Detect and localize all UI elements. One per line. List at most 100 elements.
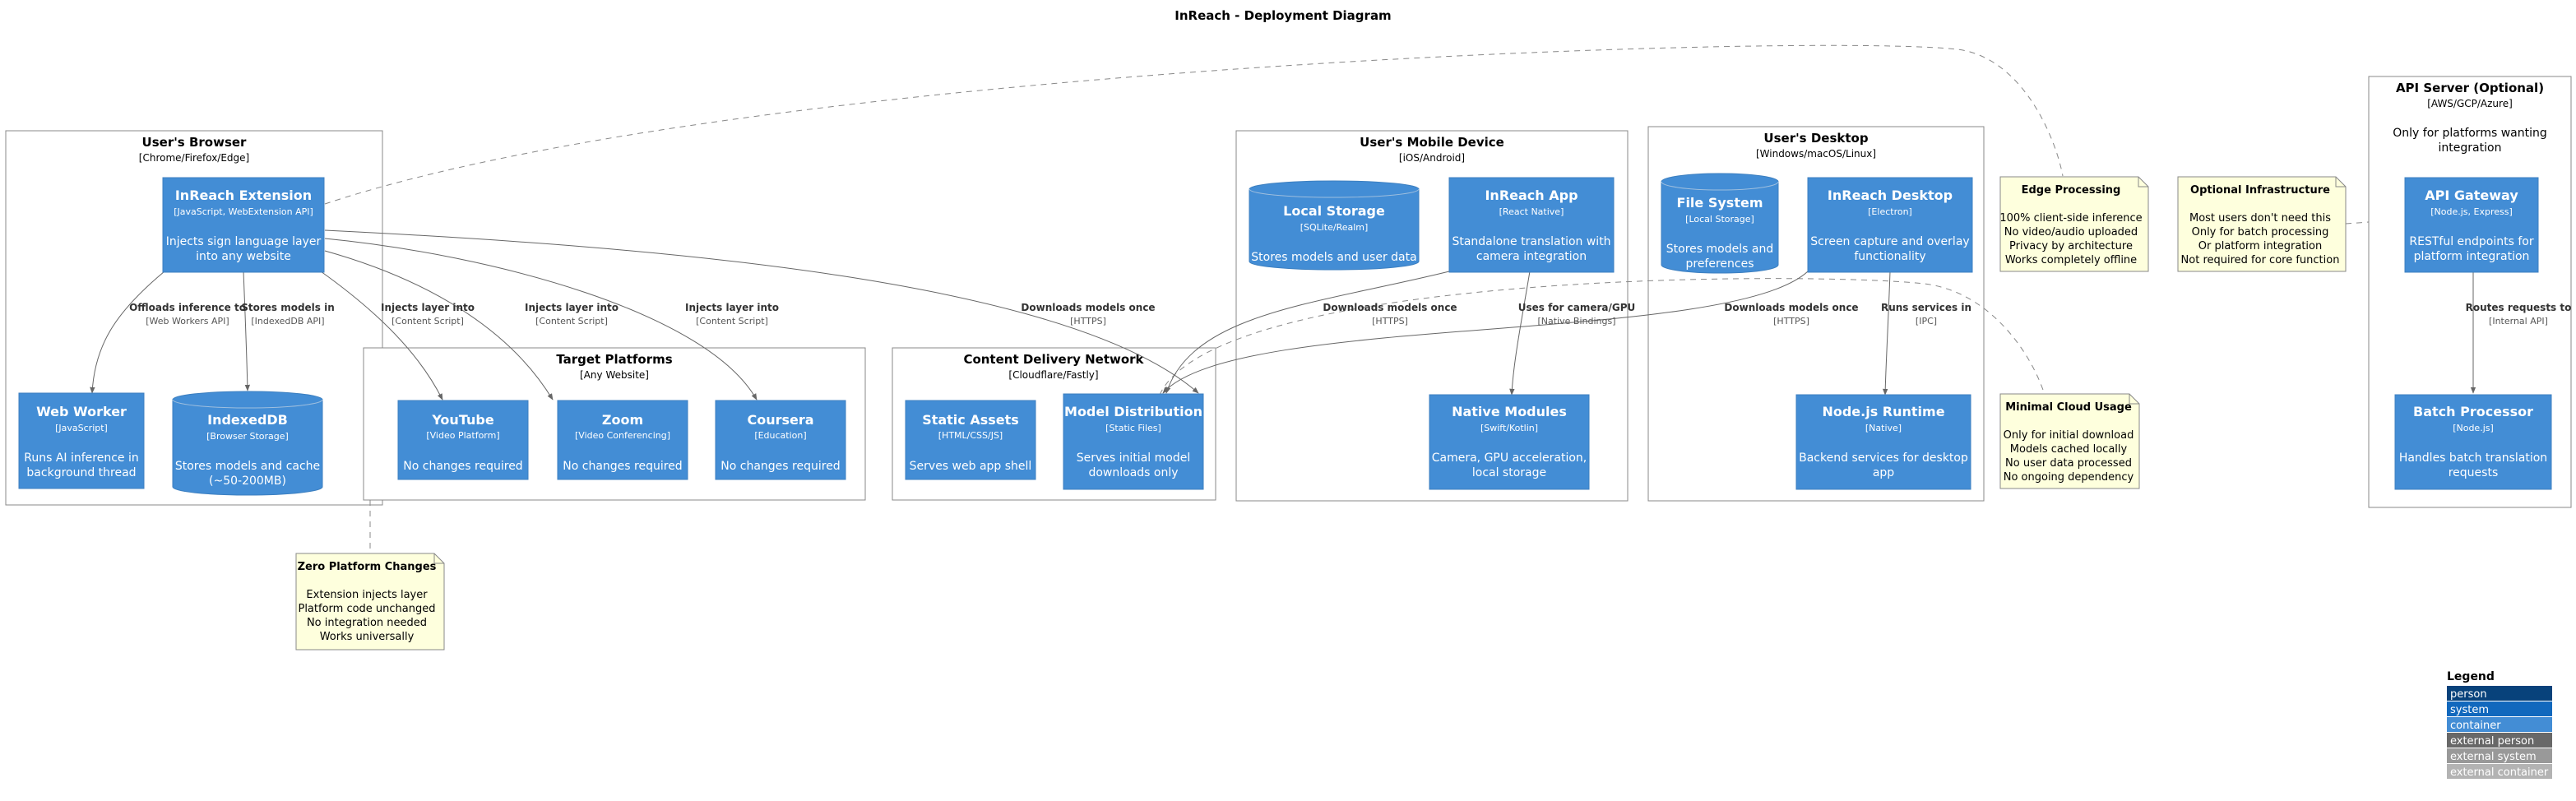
note-line: No integration needed	[307, 617, 427, 629]
node-title: InReach Desktop	[1828, 188, 1953, 203]
edge-stores	[243, 271, 251, 391]
node-title: Zoom	[602, 412, 643, 428]
note-connectors	[324, 44, 2370, 553]
note-zero-platform-changes: Zero Platform Changes Extension injects …	[295, 553, 445, 651]
node-model-distribution[interactable]: Model Distribution [Static Files] Serves…	[1063, 393, 1204, 490]
legend-item-label: external system	[2450, 751, 2537, 763]
note-line: No video/audio uploaded	[2004, 226, 2138, 238]
node-desc: Serves web app shell	[910, 460, 1032, 473]
node-desc: into any website	[196, 250, 291, 263]
node-nodejs-runtime[interactable]: Node.js Runtime [Native] Backend service…	[1795, 394, 1971, 490]
node-tech: [Swift/Kotlin]	[1480, 423, 1538, 433]
node-batch-processor[interactable]: Batch Processor [Node.js] Handles batch …	[2394, 394, 2552, 490]
node-tech: [Node.js]	[2453, 423, 2494, 433]
edge-label: Offloads inference to	[129, 302, 246, 313]
node-desc: background thread	[26, 466, 136, 479]
node-desc: (~50-200MB)	[209, 475, 286, 488]
node-desc: requests	[2449, 466, 2499, 479]
node-tech: [HTML/CSS/JS]	[938, 430, 1003, 441]
node-api-gateway[interactable]: API Gateway [Node.js, Express] RESTful e…	[2404, 177, 2539, 273]
node-title: YouTube	[431, 412, 494, 428]
node-title: IndexedDB	[207, 412, 288, 428]
note-line: No ongoing dependency	[2004, 471, 2134, 484]
node-title: Coursera	[747, 412, 813, 428]
connector-minimal-note	[1159, 278, 2046, 396]
node-file-system[interactable]: File System [Local Storage] Stores model…	[1661, 173, 1779, 274]
node-title: Static Assets	[922, 412, 1019, 428]
legend-title: Legend	[2447, 670, 2495, 683]
boundary-sub: [AWS/GCP/Azure]	[2427, 98, 2513, 109]
node-title: Model Distribution	[1064, 404, 1202, 419]
legend-item-label: system	[2450, 704, 2489, 716]
edge-tech: [Content Script]	[391, 316, 464, 326]
edge-tech: [Web Workers API]	[146, 316, 229, 326]
node-title: Batch Processor	[2413, 404, 2533, 419]
edge-label: Runs services in	[1881, 302, 1971, 313]
note-title: Zero Platform Changes	[298, 561, 437, 573]
note-line: Platform code unchanged	[298, 603, 435, 615]
node-inreach-app[interactable]: InReach App [React Native] Standalone tr…	[1448, 177, 1615, 273]
edge-label: Injects layer into	[525, 302, 619, 313]
node-tech: [JavaScript, WebExtension API]	[174, 206, 313, 217]
boundary-browser: User's Browser [Chrome/Firefox/Edge]	[5, 130, 383, 506]
node-desc: Screen capture and overlay	[1810, 235, 1969, 248]
node-web-worker[interactable]: Web Worker [JavaScript] Runs AI inferenc…	[18, 392, 145, 489]
note-optional-infrastructure: Optional Infrastructure Most users don't…	[2177, 176, 2347, 272]
boundary-desc: Only for platforms wanting	[2393, 127, 2547, 140]
note-title: Optional Infrastructure	[2190, 184, 2330, 197]
boundary-title: User's Desktop	[1763, 131, 1868, 146]
edge-label: Injects layer into	[381, 302, 475, 313]
node-inreach-extension[interactable]: InReach Extension [JavaScript, WebExtens…	[162, 177, 325, 273]
node-youtube[interactable]: YouTube [Video Platform] No changes requ…	[397, 400, 529, 480]
node-static-assets[interactable]: Static Assets [HTML/CSS/JS] Serves web a…	[905, 400, 1036, 480]
edge-inject-zoom	[324, 250, 554, 400]
note-edge-processing: Edge Processing 100% client-side inferen…	[1999, 176, 2149, 272]
boundary-sub: [Cloudflare/Fastly]	[1008, 369, 1098, 381]
boundary-title: User's Mobile Device	[1360, 135, 1504, 150]
node-tech: [Electron]	[1868, 206, 1912, 217]
boundary-sub: [iOS/Android]	[1399, 152, 1465, 164]
node-tech: [Node.js, Express]	[2430, 206, 2513, 217]
node-desc: Serves initial model	[1077, 451, 1190, 465]
edge-offloads	[90, 271, 165, 394]
node-desc: Stores models and	[1666, 243, 1773, 256]
node-local-storage[interactable]: Local Storage [SQLite/Realm] Stores mode…	[1249, 180, 1420, 271]
edge-tech: [Internal API]	[2489, 316, 2548, 326]
edge-tech: [HTTPS]	[1372, 316, 1408, 326]
boundary-title: Target Platforms	[556, 352, 672, 367]
node-native-modules[interactable]: Native Modules [Swift/Kotlin] Camera, GP…	[1429, 394, 1590, 490]
node-coursera[interactable]: Coursera [Education] No changes required	[715, 400, 846, 480]
node-desc: preferences	[1685, 257, 1754, 271]
node-desc: platform integration	[2414, 250, 2530, 263]
note-line: Only for initial download	[2004, 429, 2134, 442]
edge-labels: Offloads inference to [Web Workers API] …	[129, 302, 2571, 326]
edges	[90, 229, 2476, 400]
node-desc: Runs AI inference in	[24, 451, 139, 465]
boundary-title: User's Browser	[142, 135, 248, 150]
node-tech: [Static Files]	[1105, 423, 1161, 433]
legend-swatch	[2447, 686, 2552, 701]
boundary-mobile: User's Mobile Device [iOS/Android]	[1235, 130, 1629, 502]
edge-tech: [IndexedDB API]	[251, 316, 324, 326]
node-title: File System	[1677, 195, 1763, 211]
edge-label: Injects layer into	[685, 302, 779, 313]
node-title: Local Storage	[1283, 203, 1385, 219]
node-zoom[interactable]: Zoom [Video Conferencing] No changes req…	[557, 400, 688, 480]
boundary-desc: integration	[2439, 141, 2502, 155]
edge-label: Downloads models once	[1323, 302, 1457, 313]
note-line: Models cached locally	[2010, 443, 2128, 456]
edge-label: Stores models in	[241, 302, 335, 313]
node-inreach-desktop[interactable]: InReach Desktop [Electron] Screen captur…	[1807, 177, 1973, 273]
legend-swatch	[2447, 764, 2552, 779]
node-indexeddb[interactable]: IndexedDB [Browser Storage] Stores model…	[172, 391, 323, 496]
note-minimal-cloud-usage: Minimal Cloud Usage Only for initial dow…	[1999, 393, 2140, 489]
node-desc: Stores models and user data	[1251, 251, 1416, 264]
node-desc: app	[1873, 466, 1894, 479]
node-title: Node.js Runtime	[1822, 404, 1944, 419]
note-line: 100% client-side inference	[1999, 212, 2142, 225]
connector-optional-note	[2345, 221, 2370, 225]
legend-swatch	[2447, 748, 2552, 763]
edge-download-app	[1165, 271, 1450, 394]
node-desc: Stores models and cache	[175, 460, 320, 473]
